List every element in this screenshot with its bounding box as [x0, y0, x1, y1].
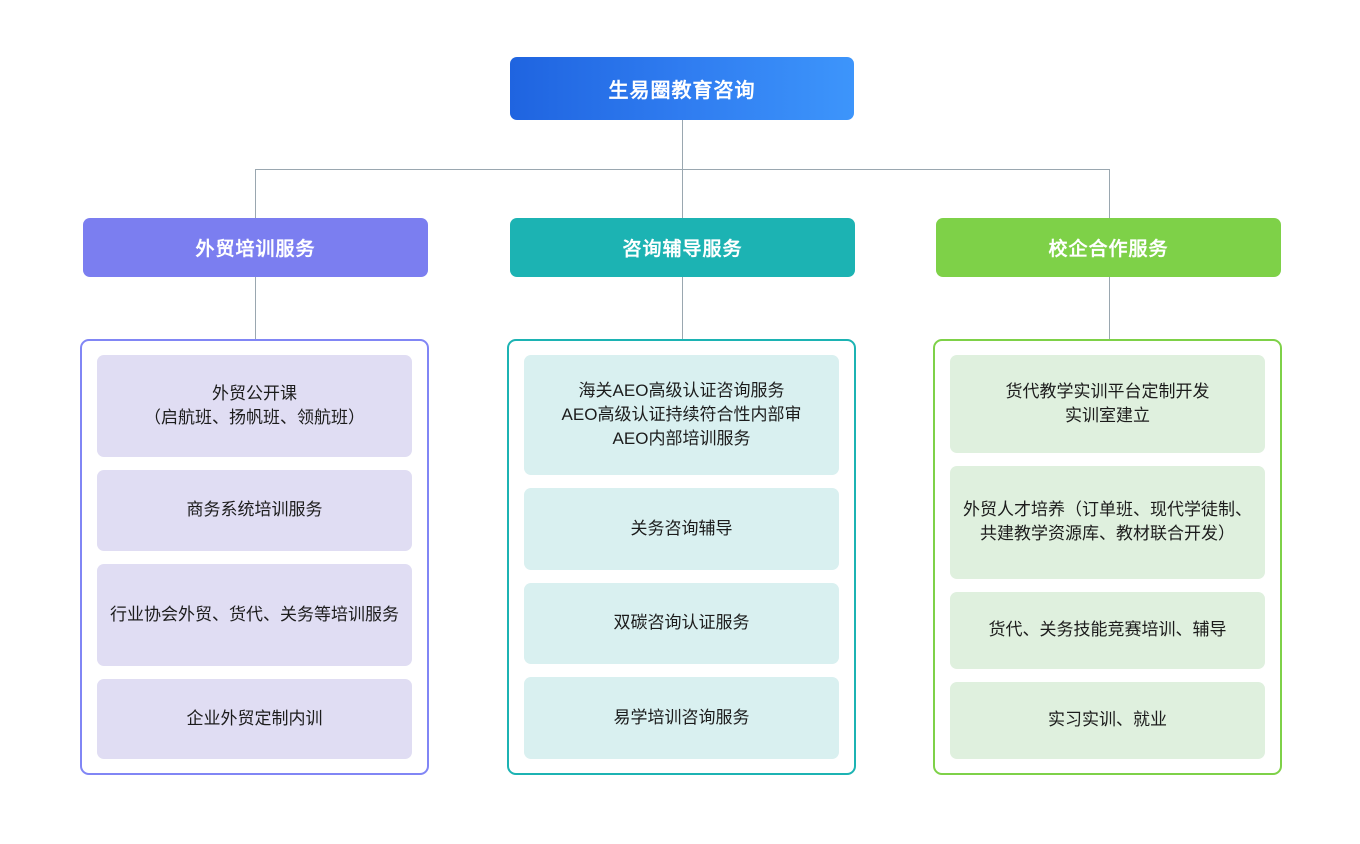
category-header-training[interactable]: 外贸培训服务	[83, 218, 428, 277]
list-item[interactable]: 双碳咨询认证服务	[524, 582, 839, 665]
list-item[interactable]: 行业协会外贸、货代、关务等培训服务	[97, 563, 412, 666]
connector-stem-right	[1109, 277, 1110, 339]
category-container-school-enterprise: 货代教学实训平台定制开发 实训室建立 外贸人才培养（订单班、现代学徒制、共建教学…	[933, 339, 1282, 775]
list-item[interactable]: 外贸人才培养（订单班、现代学徒制、共建教学资源库、教材联合开发）	[950, 465, 1265, 579]
list-item[interactable]: 关务咨询辅导	[524, 487, 839, 570]
list-item[interactable]: 货代教学实训平台定制开发 实训室建立	[950, 355, 1265, 453]
connector-drop-left	[255, 169, 256, 218]
category-header-consulting[interactable]: 咨询辅导服务	[510, 218, 855, 277]
connector-stem-middle	[682, 277, 683, 339]
list-item[interactable]: 货代、关务技能竞赛培训、辅导	[950, 591, 1265, 669]
connector-drop-right	[1109, 169, 1110, 218]
category-container-training: 外贸公开课 （启航班、扬帆班、领航班） 商务系统培训服务 行业协会外贸、货代、关…	[80, 339, 429, 775]
connector-drop-middle	[682, 169, 683, 218]
list-item[interactable]: 易学培训咨询服务	[524, 677, 839, 759]
connector-root-stem	[682, 120, 683, 169]
root-node[interactable]: 生易圈教育咨询	[510, 57, 854, 120]
list-item[interactable]: 企业外贸定制内训	[97, 678, 412, 759]
category-container-consulting: 海关AEO高级认证咨询服务 AEO高级认证持续符合性内部审 AEO内部培训服务 …	[507, 339, 856, 775]
connector-stem-left	[255, 277, 256, 339]
list-item[interactable]: 海关AEO高级认证咨询服务 AEO高级认证持续符合性内部审 AEO内部培训服务	[524, 355, 839, 475]
list-item[interactable]: 实习实训、就业	[950, 681, 1265, 759]
list-item[interactable]: 商务系统培训服务	[97, 470, 412, 551]
category-header-school-enterprise[interactable]: 校企合作服务	[936, 218, 1281, 277]
list-item[interactable]: 外贸公开课 （启航班、扬帆班、领航班）	[97, 355, 412, 458]
